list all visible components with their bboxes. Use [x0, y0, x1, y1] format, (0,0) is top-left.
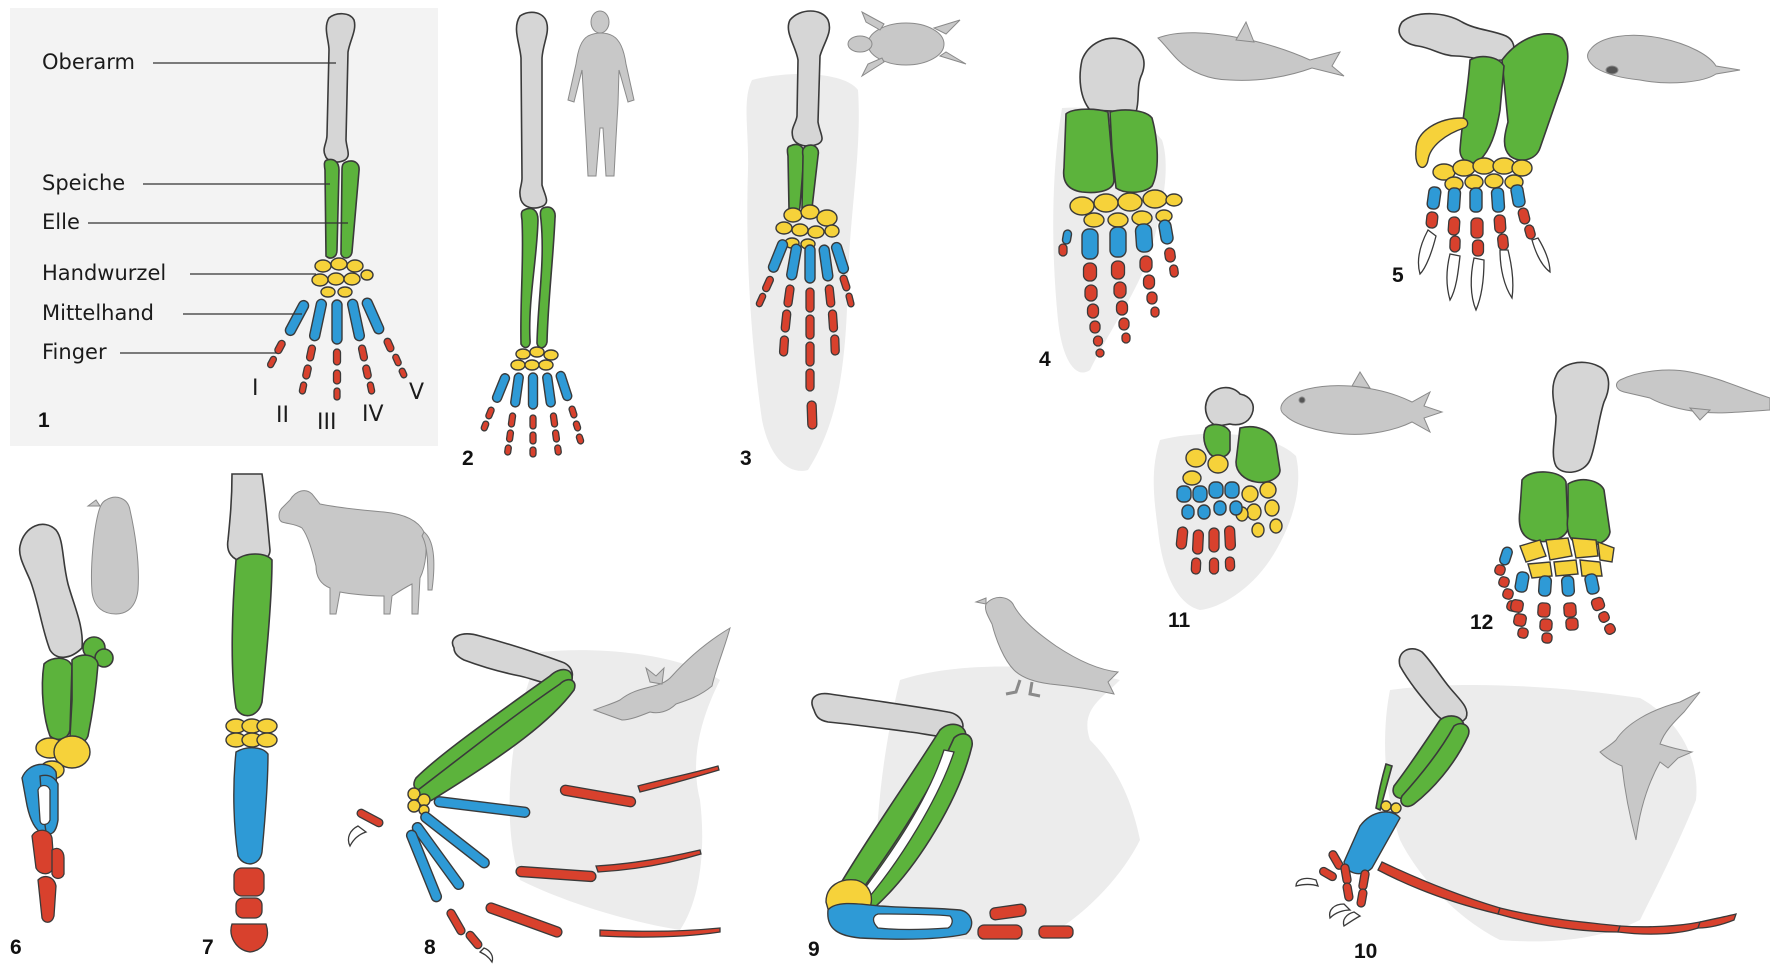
- label-metacarpus: Mittelhand: [42, 303, 154, 324]
- panel-6: [20, 497, 139, 922]
- coelacanth-silhouette: [1281, 372, 1442, 434]
- panel-number-11: 11: [1168, 610, 1190, 631]
- panel-4: [1053, 22, 1344, 373]
- label-upper-arm: Oberarm: [42, 52, 135, 73]
- label-finger: Finger: [42, 342, 107, 363]
- panel-number-7: 7: [202, 937, 214, 958]
- panel-number-8: 8: [424, 937, 436, 958]
- panel-number-4: 4: [1039, 349, 1051, 370]
- panel-9: [812, 597, 1140, 940]
- panel-3: [747, 11, 966, 471]
- panel-2: [480, 11, 634, 457]
- panel-number-12: 12: [1470, 612, 1493, 633]
- panel-5: [1399, 14, 1740, 310]
- label-carpus: Handwurzel: [42, 263, 166, 284]
- panel-7: [226, 474, 434, 952]
- finger-numeral-3: III: [317, 412, 336, 434]
- mole-silhouette: [1588, 35, 1740, 83]
- human-silhouette: [568, 11, 634, 176]
- panel-number-9: 9: [808, 939, 820, 960]
- panel-number-6: 6: [10, 937, 22, 958]
- dolphin-silhouette: [1158, 22, 1344, 80]
- label-radius: Speiche: [42, 173, 125, 194]
- penguin-silhouette: [88, 497, 138, 614]
- panel-11: [1154, 372, 1442, 610]
- panel-10: [1296, 649, 1736, 942]
- panel-number-3: 3: [740, 448, 752, 469]
- panel-number-5: 5: [1392, 265, 1404, 286]
- panel-number-1: 1: [38, 410, 50, 431]
- sea-turtle-silhouette: [848, 12, 966, 76]
- panel-number-10: 10: [1354, 941, 1377, 962]
- panel-number-2: 2: [462, 448, 474, 469]
- panel-12: [1494, 362, 1770, 643]
- finger-numeral-5: V: [409, 382, 424, 404]
- horse-silhouette: [279, 491, 434, 614]
- marine-reptile-silhouette: [1617, 370, 1770, 420]
- panel-8: [348, 628, 730, 962]
- finger-numeral-4: IV: [362, 404, 384, 426]
- label-ulna: Elle: [42, 212, 80, 233]
- finger-numeral-2: II: [276, 405, 289, 427]
- finger-numeral-1: I: [252, 378, 259, 400]
